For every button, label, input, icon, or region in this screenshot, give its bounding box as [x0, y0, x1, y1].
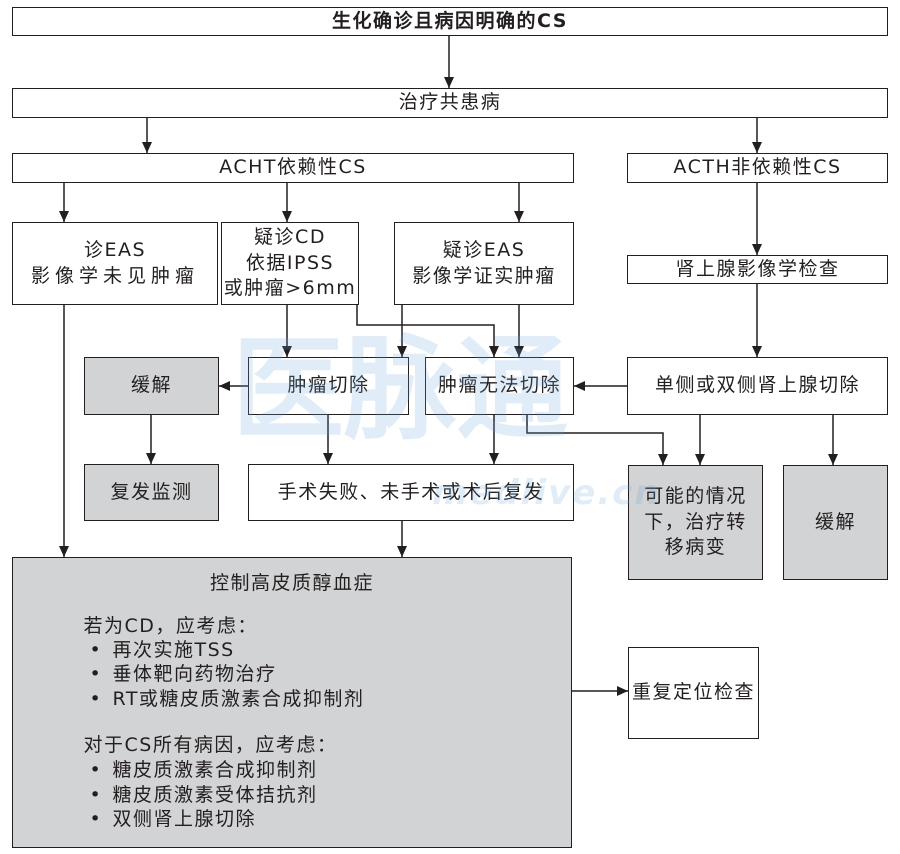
box-adrenalectomy: 单侧或双侧肾上腺切除: [627, 357, 888, 415]
box-tumor-resection: 肿瘤切除: [248, 357, 409, 415]
box-treat-comorbidities: 治疗共患病: [12, 88, 888, 118]
box-adrenal-imaging: 肾上腺影像学检查: [627, 255, 888, 284]
box-eas-diagnosed: 诊EAS 影像学未见肿瘤: [12, 222, 218, 305]
list-item: 双侧肾上腺切除: [13, 807, 318, 832]
box-confirmed-cs: 生化确诊且病因明确的CS: [12, 7, 888, 36]
arrow-cd-suspected-to-tumor-unresectable: [356, 305, 499, 357]
list-item: 垂体靶向药物治疗: [13, 662, 364, 687]
confirmed-cs-label: 生化确诊且病因明确的CS: [332, 9, 568, 32]
surgery-failed-label: 手术失败、未手术或术后复发: [277, 480, 545, 503]
remission-right-label: 缓解: [814, 510, 856, 533]
arrow-tumor-unresectable-to-treat-metastases: [526, 415, 668, 465]
box-eas-suspected: 疑诊EAS 影像学证实肿瘤: [394, 222, 574, 305]
if-cd-heading: 若为CD，应考虑：: [83, 615, 258, 638]
all-causes-options-list: 糖皮质激素合成抑制剂 糖皮质激素受体拮抗剂 双侧肾上腺切除: [13, 758, 318, 832]
tumor-resection-label: 肿瘤切除: [287, 374, 370, 397]
recurrence-monitoring-label: 复发监测: [110, 480, 193, 503]
eas-diagnosed-line-2: 影像学未见肿瘤: [30, 264, 199, 287]
treat-metastases-line-3: 移病变: [664, 536, 727, 559]
cd-suspected-line-3: 或肿瘤>6mm: [223, 277, 357, 300]
cd-suspected-line-2: 依据IPSS: [245, 251, 335, 274]
treat-comorbidities-label: 治疗共患病: [398, 91, 502, 114]
box-acth-independent: ACTH非依赖性CS: [627, 153, 888, 183]
box-treat-metastases: 可能的情况 下，治疗转 移病变: [628, 465, 763, 580]
box-repeat-localization: 重复定位检查: [628, 647, 759, 739]
acth-independent-label: ACTH非依赖性CS: [673, 156, 842, 179]
if-cd-options-list: 再次实施TSS 垂体靶向药物治疗 RT或糖皮质激素合成抑制剂: [13, 638, 364, 712]
box-control-hypercortisolism: 控制高皮质醇血症 若为CD，应考虑： 再次实施TSS 垂体靶向药物治疗 RT或糖…: [12, 557, 572, 848]
acth-dependent-label: ACHT依赖性CS: [219, 156, 367, 179]
list-item: 再次实施TSS: [13, 638, 364, 663]
adrenal-imaging-label: 肾上腺影像学检查: [675, 257, 840, 280]
adrenalectomy-label: 单侧或双侧肾上腺切除: [654, 374, 860, 397]
all-causes-heading: 对于CS所有病因，应考虑：: [83, 734, 338, 757]
repeat-localization-label: 重复定位检查: [631, 681, 755, 704]
eas-diagnosed-line-1: 诊EAS: [83, 239, 147, 261]
list-item: 糖皮质激素合成抑制剂: [13, 758, 318, 783]
control-title: 控制高皮质醇血症: [209, 571, 374, 594]
treat-metastases-line-1: 可能的情况: [644, 485, 747, 508]
remission-left-label: 缓解: [130, 374, 172, 397]
list-item: RT或糖皮质激素合成抑制剂: [13, 687, 364, 712]
box-cd-suspected: 疑诊CD 依据IPSS 或肿瘤>6mm: [221, 222, 359, 305]
box-remission-right: 缓解: [783, 465, 888, 580]
box-recurrence-monitoring: 复发监测: [84, 464, 219, 521]
treat-metastases-line-2: 下，治疗转: [644, 510, 747, 533]
box-tumor-unresectable: 肿瘤无法切除: [425, 357, 574, 415]
box-acth-dependent: ACHT依赖性CS: [12, 153, 574, 183]
box-remission-left: 缓解: [84, 357, 219, 415]
box-surgery-failed: 手术失败、未手术或术后复发: [248, 464, 574, 521]
eas-suspected-line-2: 影像学证实肿瘤: [412, 264, 556, 287]
cd-suspected-line-1: 疑诊CD: [254, 226, 326, 249]
eas-suspected-line-1: 疑诊EAS: [442, 239, 526, 261]
list-item: 糖皮质激素受体拮抗剂: [13, 783, 318, 808]
tumor-unresectable-label: 肿瘤无法切除: [437, 374, 561, 397]
